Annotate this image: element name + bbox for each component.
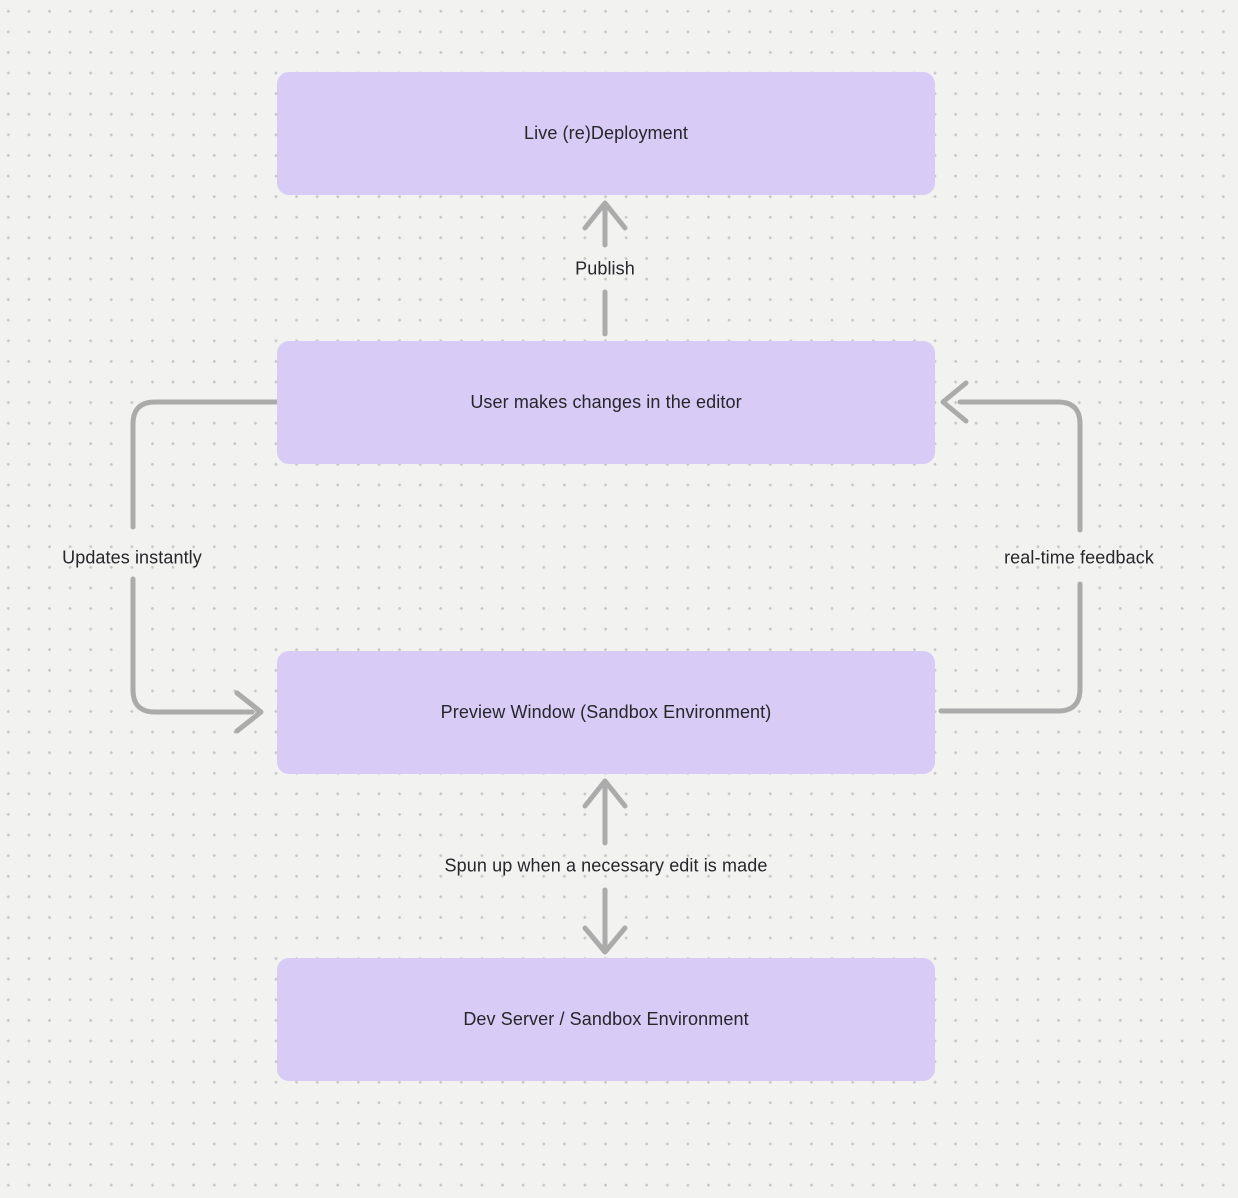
- edge-label-publish: Publish: [575, 258, 635, 279]
- node-editor-label: User makes changes in the editor: [470, 392, 742, 412]
- node-preview-window-label: Preview Window (Sandbox Environment): [440, 702, 772, 722]
- node-live-deployment[interactable]: Live (re)Deployment: [277, 72, 935, 195]
- node-editor[interactable]: User makes changes in the editor: [277, 341, 935, 464]
- edge-label-spun-up: Spun up when a necessary edit is made: [444, 855, 768, 876]
- node-dev-server-label: Dev Server / Sandbox Environment: [463, 1009, 749, 1029]
- node-dev-server[interactable]: Dev Server / Sandbox Environment: [277, 958, 935, 1081]
- edge-label-updates-instantly: Updates instantly: [62, 547, 202, 568]
- node-live-deployment-label: Live (re)Deployment: [524, 123, 688, 143]
- node-preview-window[interactable]: Preview Window (Sandbox Environment): [277, 651, 935, 774]
- edge-label-realtime-feedback: real-time feedback: [1004, 547, 1154, 568]
